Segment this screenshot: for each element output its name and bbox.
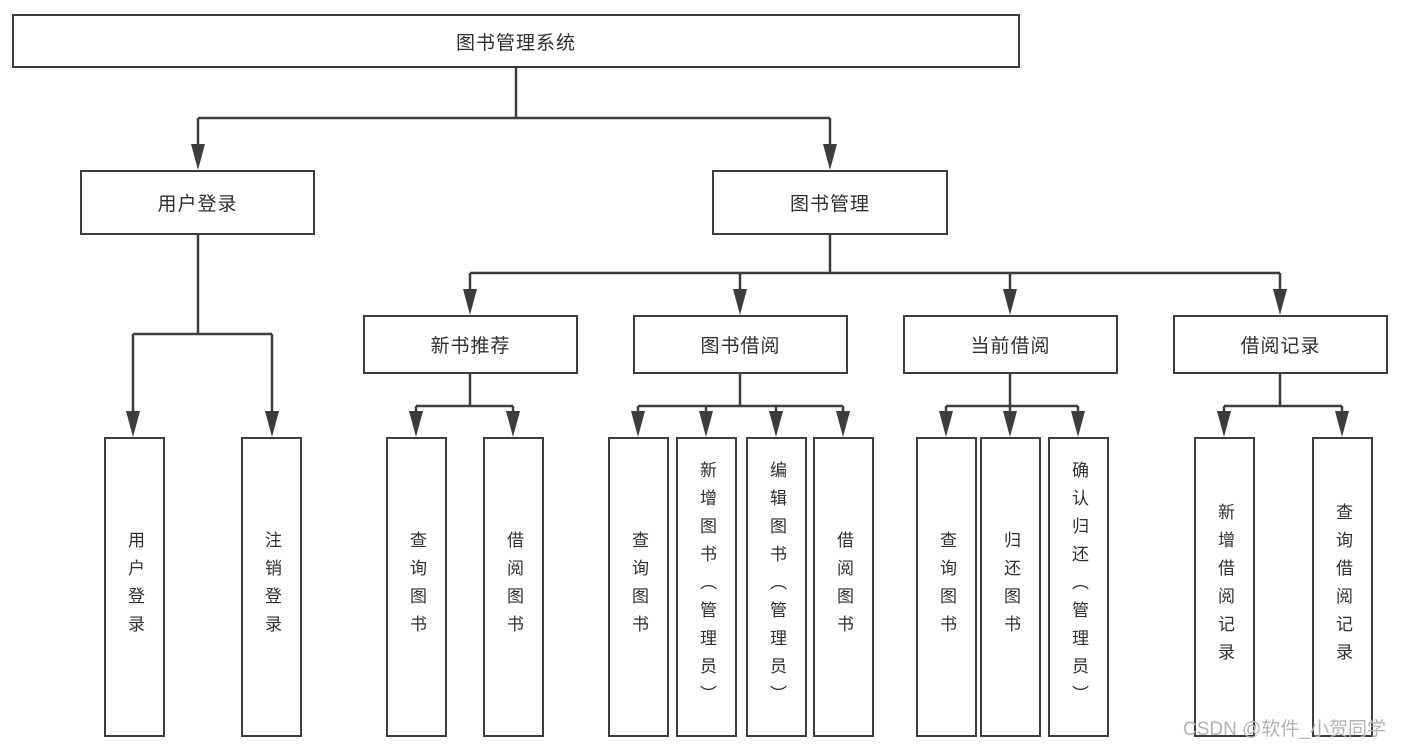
node-root-system: 图书管理系统 [12, 14, 1020, 68]
node-user-login: 用户登录 [80, 170, 315, 235]
leaf-query-borrow-record: 查询借阅记录 [1312, 437, 1373, 737]
leaf-user-login: 用户登录 [104, 437, 165, 737]
leaf-confirm-return-admin-label: 确认归还（管理员） [1069, 461, 1088, 713]
leaf-logout: 注销登录 [241, 437, 302, 737]
leaf-edit-books-admin-label: 编辑图书（管理员） [767, 461, 786, 713]
leaf-borrow-books: 借阅图书 [813, 437, 874, 737]
leaf-borrow-books-label: 借阅图书 [834, 531, 853, 643]
node-book-borrow-label: 图书借阅 [700, 336, 781, 357]
node-current-borrow: 当前借阅 [903, 315, 1118, 374]
leaf-return-books: 归还图书 [980, 437, 1041, 737]
leaf-user-login-label: 用户登录 [125, 531, 144, 643]
leaf-confirm-return-admin: 确认归还（管理员） [1048, 437, 1109, 737]
leaf-add-books-admin-label: 新增图书（管理员） [697, 461, 716, 713]
node-book-management: 图书管理 [712, 170, 948, 235]
node-new-book-recommend-label: 新书推荐 [430, 336, 511, 357]
leaf-borrow-books-recommend: 借阅图书 [483, 437, 544, 737]
leaf-query-books-current-label: 查询图书 [937, 531, 956, 643]
leaf-edit-books-admin: 编辑图书（管理员） [746, 437, 807, 737]
leaf-return-books-label: 归还图书 [1001, 531, 1020, 643]
leaf-logout-label: 注销登录 [262, 531, 281, 643]
leaf-borrow-books-recommend-label: 借阅图书 [504, 531, 523, 643]
leaf-query-books-current: 查询图书 [916, 437, 977, 737]
node-root-label: 图书管理系统 [455, 32, 576, 54]
leaf-query-books-recommend: 查询图书 [386, 437, 447, 737]
node-current-borrow-label: 当前借阅 [970, 336, 1051, 357]
node-new-book-recommend: 新书推荐 [363, 315, 578, 374]
leaf-add-borrow-record-label: 新增借阅记录 [1215, 503, 1234, 671]
leaf-query-books-borrow: 查询图书 [608, 437, 669, 737]
node-book-borrow: 图书借阅 [633, 315, 848, 374]
csdn-watermark: CSDN @软件_小贺同学 [1183, 719, 1386, 740]
leaf-add-books-admin: 新增图书（管理员） [676, 437, 737, 737]
leaf-query-books-recommend-label: 查询图书 [407, 531, 426, 643]
node-borrow-records: 借阅记录 [1173, 315, 1388, 374]
leaf-query-borrow-record-label: 查询借阅记录 [1333, 503, 1352, 671]
node-book-management-label: 图书管理 [789, 194, 870, 215]
arrowhead-icons [126, 144, 1349, 437]
node-user-login-label: 用户登录 [157, 194, 238, 215]
leaf-query-books-borrow-label: 查询图书 [629, 531, 648, 643]
leaf-add-borrow-record: 新增借阅记录 [1194, 437, 1255, 737]
node-borrow-records-label: 借阅记录 [1240, 336, 1321, 357]
